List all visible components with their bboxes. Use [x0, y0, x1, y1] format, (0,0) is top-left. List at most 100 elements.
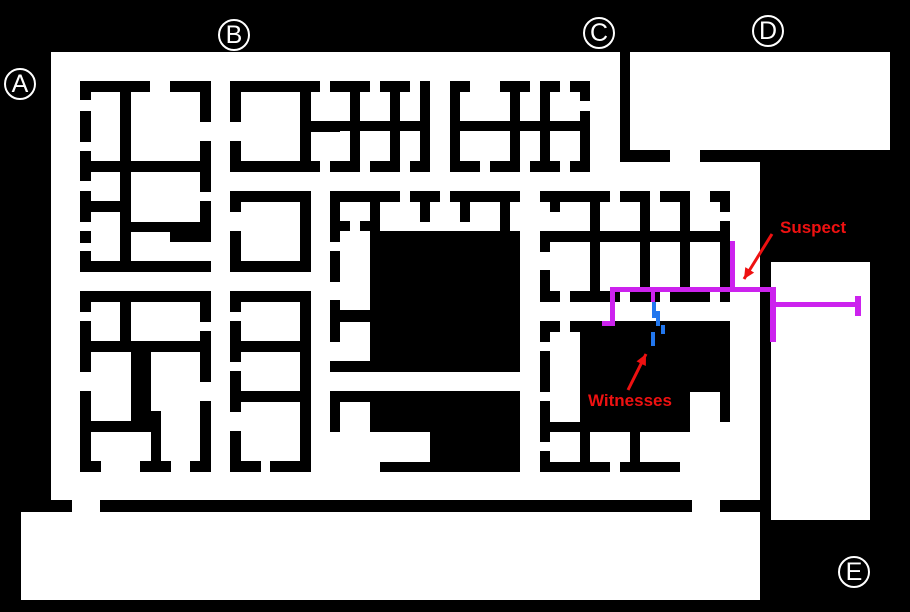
- suspect-path-segment: [610, 287, 615, 326]
- wall: [330, 391, 340, 432]
- wall: [570, 291, 620, 302]
- wall: [720, 500, 771, 512]
- wall: [450, 81, 470, 92]
- wall: [570, 321, 730, 332]
- wall: [131, 222, 211, 232]
- suspect-label: Suspect: [780, 218, 847, 237]
- wall: [420, 191, 430, 222]
- wall: [91, 421, 151, 432]
- wall: [230, 191, 241, 212]
- wall: [622, 52, 630, 162]
- wall: [80, 291, 91, 312]
- wall: [540, 291, 560, 302]
- wall: [170, 81, 211, 92]
- wall: [410, 161, 430, 172]
- wall: [530, 161, 560, 172]
- witness-path-segment: [651, 332, 655, 346]
- wall: [200, 201, 211, 242]
- wall: [760, 162, 771, 612]
- wall: [80, 291, 211, 302]
- wall: [230, 141, 241, 172]
- wall: [230, 161, 320, 172]
- wall: [580, 332, 690, 432]
- wall: [450, 191, 520, 202]
- suspect-path-segment: [770, 287, 776, 342]
- wall: [80, 81, 150, 92]
- wall: [720, 392, 730, 422]
- north-passage: [670, 150, 700, 162]
- wall: [370, 231, 520, 372]
- wall: [540, 351, 550, 392]
- wall: [540, 231, 730, 242]
- wall: [80, 81, 91, 100]
- wall: [200, 141, 211, 192]
- south-passage-east: [692, 498, 720, 514]
- wall: [660, 191, 690, 202]
- wall: [131, 352, 151, 421]
- wall: [330, 161, 360, 172]
- wall: [420, 81, 430, 172]
- wall: [630, 150, 670, 162]
- wall: [230, 291, 311, 302]
- wall: [40, 52, 51, 512]
- wall: [270, 461, 311, 472]
- wall: [690, 332, 730, 392]
- wall: [330, 361, 370, 372]
- wall: [670, 291, 710, 302]
- wall: [200, 291, 211, 322]
- south-passage-west: [72, 498, 100, 514]
- wall: [200, 401, 211, 472]
- zone-label-d: D: [752, 15, 784, 47]
- wall: [200, 331, 211, 382]
- wall: [370, 161, 400, 172]
- zone-label-e: E: [838, 556, 870, 588]
- wall: [340, 310, 370, 322]
- wall: [230, 391, 311, 402]
- wall: [230, 261, 311, 272]
- wall: [330, 221, 350, 231]
- wall: [80, 461, 101, 472]
- wall: [230, 231, 241, 272]
- wall: [540, 401, 550, 442]
- wall: [380, 462, 520, 472]
- wall: [120, 291, 131, 341]
- wall: [330, 251, 340, 282]
- wall: [700, 150, 760, 162]
- wall: [170, 232, 211, 242]
- wall: [230, 341, 311, 352]
- wall: [720, 291, 730, 302]
- wall: [540, 321, 550, 342]
- wall: [300, 191, 310, 272]
- wall: [450, 161, 480, 172]
- wall: [80, 191, 91, 222]
- wall: [91, 201, 120, 212]
- wall: [720, 221, 730, 302]
- wall: [230, 461, 261, 472]
- wall: [720, 191, 730, 212]
- suspect-path-segment: [651, 290, 655, 302]
- wall: [230, 431, 241, 472]
- wall: [120, 81, 131, 272]
- wall: [80, 111, 91, 142]
- witness-path-segment: [661, 325, 665, 334]
- wall: [350, 81, 360, 172]
- south-building-floor: [21, 512, 760, 600]
- wall: [370, 191, 380, 232]
- wall: [490, 161, 520, 172]
- wall: [200, 81, 211, 122]
- wall: [300, 291, 311, 472]
- zone-label-b: B: [218, 19, 250, 51]
- wall: [190, 461, 211, 472]
- wall: [580, 81, 590, 101]
- suspect-arrow: [742, 233, 774, 280]
- wall: [80, 391, 91, 472]
- wall: [570, 161, 590, 172]
- wall: [100, 500, 692, 512]
- wall: [360, 221, 380, 231]
- wall: [330, 361, 340, 372]
- wall: [330, 301, 340, 342]
- witnesses-label: Witnesses: [588, 391, 672, 410]
- wall: [230, 321, 241, 362]
- wall: [80, 341, 211, 352]
